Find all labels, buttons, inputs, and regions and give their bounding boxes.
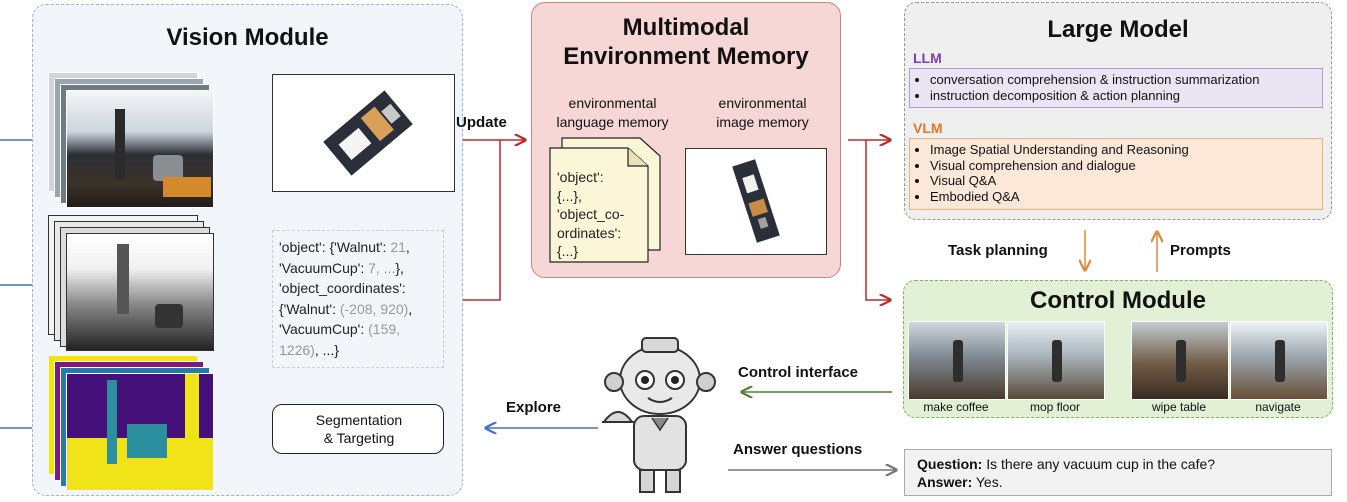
large-model-title: Large Model	[1047, 16, 1189, 43]
arrow-memory-to-control	[848, 139, 890, 300]
task-image	[1230, 321, 1328, 400]
vision-text-value: 21	[390, 239, 406, 255]
document-line: 'object':	[557, 169, 604, 185]
vision-text-key: 'VacuumCup':	[279, 259, 369, 276]
rgb-image-stack	[48, 72, 214, 208]
explore-label: Explore	[506, 399, 562, 416]
language-memory-label-2: language memory	[556, 114, 669, 130]
task-image	[1131, 321, 1229, 400]
qa-box: Question: Is there any vacuum cup in the…	[904, 449, 1332, 496]
vision-text-value: 1226)	[279, 341, 315, 358]
task-caption: wipe table	[1151, 400, 1207, 414]
vlm-item: Visual comprehension and dialogue	[930, 158, 1318, 174]
language-memory-label-1: environmental	[568, 95, 657, 111]
vlm-item: Embodied Q&A	[930, 189, 1318, 205]
vision-text-suffix: ,	[408, 300, 413, 317]
llm-box: conversation comprehension & instruction…	[909, 68, 1323, 108]
vision-text-line: 'object_coordinates':	[279, 278, 437, 299]
point-cloud-map	[272, 74, 455, 192]
answer-row: Answer: Yes.	[917, 473, 1319, 491]
vision-text-key: 'VacuumCup':	[279, 321, 369, 337]
vlm-item: Visual Q&A	[930, 173, 1318, 189]
task-caption: navigate	[1255, 400, 1301, 414]
prompts-label: Prompts	[1170, 242, 1231, 259]
vision-text-output: 'object': {'Walnut': 21,'VacuumCup': 7, …	[272, 230, 444, 368]
question-row: Question: Is there any vacuum cup in the…	[917, 455, 1319, 473]
control-module-title: Control Module	[1030, 287, 1206, 314]
robot-illustration	[600, 330, 725, 500]
document-line: ordinates':	[557, 224, 622, 241]
control-interface-label: Control interface	[738, 364, 859, 381]
memory-title-line2: Environment Memory	[563, 43, 809, 70]
vlm-heading: VLM	[913, 120, 943, 136]
segmentation-targeting-box: Segmentation & Targeting	[272, 404, 444, 454]
task-caption: make coffee	[923, 400, 989, 414]
update-label: Update	[456, 114, 507, 131]
answer-questions-label: Answer questions	[733, 441, 863, 458]
vision-text-line: 'VacuumCup': 7, ...},	[279, 258, 437, 279]
task-planning-label: Task planning	[948, 242, 1048, 259]
document-line: 'object_co-	[557, 206, 625, 222]
depth-image	[66, 233, 214, 351]
image-memory-map	[685, 148, 827, 255]
vision-text-line: {'Walnut': (-208, 920),	[279, 299, 437, 320]
task-caption: mop floor	[1029, 400, 1081, 414]
segmentation-image	[66, 373, 214, 491]
vision-text-value: (159,	[368, 321, 401, 337]
task-image	[1007, 321, 1105, 400]
answer-text: Yes.	[975, 474, 1003, 490]
image-memory-cloud	[732, 159, 780, 243]
task-image	[908, 321, 1006, 400]
vision-text-line: 1226), ...}	[279, 340, 437, 361]
depth-image-stack	[48, 215, 214, 351]
vision-text-suffix: },	[395, 259, 404, 276]
vision-module-title: Vision Module	[166, 24, 329, 51]
image-memory-label-2: image memory	[716, 114, 809, 130]
question-text: Is there any vacuum cup in the cafe?	[986, 456, 1216, 472]
vision-text-value: (-208, 920)	[339, 300, 409, 317]
robot-icon	[602, 337, 716, 493]
llm-item: instruction decomposition & action plann…	[930, 88, 1318, 104]
language-memory-document: 'object': {...}, 'object_co-ordinates': {..…	[548, 136, 668, 266]
vision-text-key: {'Walnut':	[279, 300, 340, 317]
vision-text-suffix: , ...}	[314, 341, 339, 358]
vision-text-line: 'object': {'Walnut': 21,	[279, 237, 437, 258]
llm-item: conversation comprehension & instruction…	[930, 72, 1318, 88]
document-line: {...},	[557, 187, 582, 204]
seg-label-line2: & Targeting	[323, 430, 395, 446]
seg-label-line1: Segmentation	[315, 412, 403, 428]
vision-text-key: 'object': {'Walnut':	[279, 239, 391, 255]
rgb-cafe-image	[66, 90, 214, 208]
vlm-box: Image Spatial Understanding and Reasonin…	[909, 138, 1323, 210]
vision-text-suffix: ,	[405, 239, 410, 255]
llm-heading: LLM	[913, 50, 942, 66]
answer-label: Answer:	[917, 474, 973, 490]
document-line: {...}	[557, 243, 579, 259]
document-icon	[549, 137, 661, 263]
memory-title-line1: Multimodal	[622, 14, 750, 41]
question-label: Question:	[917, 456, 983, 472]
point-cloud-shape	[323, 90, 413, 176]
vision-text-key: 'object_coordinates':	[279, 280, 406, 296]
image-memory-label-1: environmental	[718, 95, 807, 111]
update-arrow	[456, 140, 525, 301]
vlm-item: Image Spatial Understanding and Reasonin…	[930, 142, 1318, 158]
vision-text-line: 'VacuumCup': (159,	[279, 319, 437, 340]
vision-text-value: 7, ...	[368, 259, 396, 276]
segmentation-image-stack	[48, 355, 214, 491]
